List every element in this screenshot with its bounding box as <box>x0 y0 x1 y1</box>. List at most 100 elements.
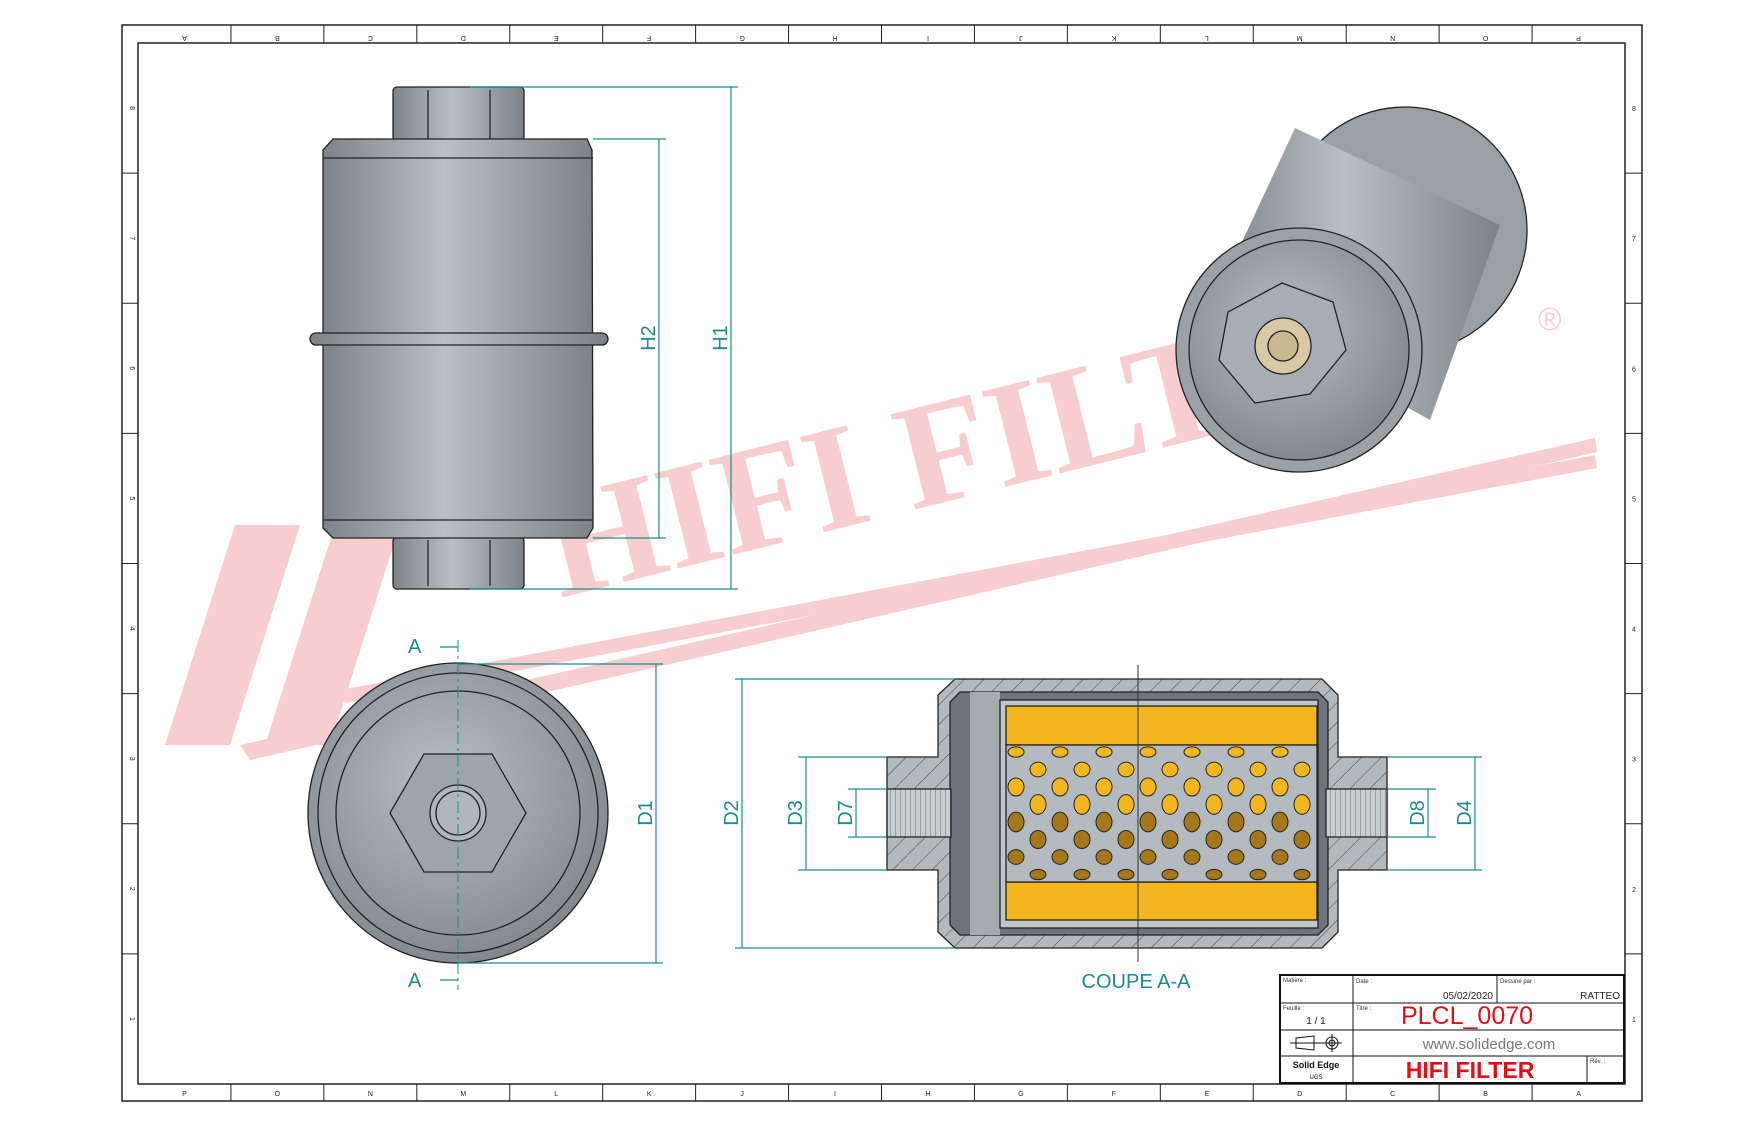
perforation-hole <box>1095 777 1113 797</box>
perforation-hole <box>1205 830 1223 849</box>
perforation-hole <box>1183 746 1201 758</box>
dim-label-d3: D3 <box>785 800 807 826</box>
material-label: Matière : <box>1283 978 1307 984</box>
zone-column-label: F <box>647 34 651 41</box>
perforation-hole <box>1161 761 1179 778</box>
perforation-hole <box>1007 777 1025 797</box>
zone-row-label: 5 <box>128 496 135 500</box>
zone-row-label: 6 <box>1632 366 1636 373</box>
zone-column-label: K <box>1111 34 1116 41</box>
zone-row-label: 1 <box>1632 1017 1636 1024</box>
perforation-hole <box>1139 746 1157 758</box>
perforation-hole <box>1249 868 1267 881</box>
dim-label-d7: D7 <box>835 800 857 826</box>
section-view <box>886 665 1388 962</box>
perforation-hole <box>1227 746 1245 758</box>
zone-column-label: D <box>461 34 466 41</box>
perforation-hole <box>1029 830 1047 849</box>
zone-row-label: 8 <box>1632 106 1636 113</box>
perforation-hole <box>1271 746 1289 758</box>
perforation-hole <box>1073 868 1091 881</box>
perforation-hole <box>1249 830 1267 849</box>
section-mark-a-bottom: A <box>408 970 422 992</box>
website-link: www.solidedge.com <box>1422 1036 1556 1053</box>
zone-column-label: F <box>1112 1091 1116 1098</box>
perforation-hole <box>1249 794 1267 815</box>
zone-column-label: K <box>647 1091 652 1098</box>
zone-row-label: 3 <box>1632 757 1636 764</box>
perforation-hole <box>1095 849 1113 865</box>
dim-label-h2: H2 <box>638 325 660 351</box>
perforation-hole <box>1205 868 1223 881</box>
perforation-hole <box>1095 811 1113 833</box>
zone-row-label: 4 <box>1632 627 1636 634</box>
revision-label: Rév. : <box>1590 1059 1606 1065</box>
perforation-hole <box>1029 761 1047 778</box>
zone-column-label: E <box>554 34 559 41</box>
perforation-hole <box>1117 761 1135 778</box>
perforation-hole <box>1007 811 1025 833</box>
zone-column-label: E <box>1204 1091 1209 1098</box>
perforation-hole <box>1073 830 1091 849</box>
section-title: COUPE A-A <box>1082 971 1192 993</box>
date-label: Date : <box>1356 979 1372 985</box>
zone-column-label: G <box>1018 1091 1023 1098</box>
sheet-value: 1 / 1 <box>1306 1016 1326 1027</box>
zone-row-label: 3 <box>128 757 135 761</box>
drawn-by-label: Dessiné par : <box>1500 979 1536 985</box>
perforation-hole <box>1139 811 1157 833</box>
perforation-hole <box>1293 761 1311 778</box>
zone-column-label: J <box>1019 34 1023 41</box>
zone-column-label: B <box>275 34 280 41</box>
isometric-view <box>1175 106 1528 473</box>
dim-label-d2: D2 <box>721 800 743 826</box>
perforation-hole <box>1051 777 1069 797</box>
perforation-hole <box>1051 849 1069 865</box>
perforation-hole <box>1117 830 1135 849</box>
zone-column-label: A <box>1576 1091 1581 1098</box>
perforation-hole <box>1139 777 1157 797</box>
perforation-hole <box>1293 868 1311 881</box>
zone-column-label: N <box>1390 34 1395 41</box>
perforation-hole <box>1029 868 1047 881</box>
zone-column-label: G <box>739 34 744 41</box>
zone-row-label: 8 <box>128 106 135 110</box>
bottom-view: A A D1 <box>307 636 663 992</box>
zone-column-label: I <box>834 1091 836 1098</box>
zone-column-label: N <box>368 1091 373 1098</box>
zone-column-label: O <box>1482 34 1488 41</box>
section-dimensions: D2 D3 D7 D8 D4 COUPE A-A <box>721 678 1482 993</box>
zone-row-label: 2 <box>128 887 135 891</box>
zone-column-label: A <box>182 34 187 41</box>
software-sub: UGS <box>1309 1075 1322 1081</box>
perforation-hole <box>1007 849 1025 865</box>
perforation-hole <box>1227 777 1245 797</box>
perforation-hole <box>1183 849 1201 865</box>
zone-column-label: P <box>182 1091 187 1098</box>
perforation-hole <box>1051 811 1069 833</box>
zone-column-label: C <box>1390 1091 1395 1098</box>
zone-column-label: M <box>1297 34 1303 41</box>
zone-column-label: M <box>460 1091 466 1098</box>
sheet-label: Feuille : <box>1283 1006 1304 1012</box>
perforation-hole <box>1095 746 1113 758</box>
perforation-hole <box>1205 794 1223 815</box>
drawing-title: PLCL_0070 <box>1401 1002 1533 1030</box>
perforation-hole <box>1117 868 1135 881</box>
perforation-hole <box>1073 761 1091 778</box>
date-value: 05/02/2020 <box>1443 991 1493 1002</box>
zone-column-label: B <box>1483 1091 1488 1098</box>
dim-label-h1: H1 <box>710 325 732 351</box>
dim-label-d8: D8 <box>1407 800 1429 826</box>
zone-row-label: 5 <box>1632 496 1636 503</box>
perforation-hole <box>1249 761 1267 778</box>
zone-row-label: 7 <box>128 236 135 240</box>
perforation-hole <box>1161 830 1179 849</box>
perforation-hole <box>1007 746 1025 758</box>
zone-column-label: C <box>368 34 373 41</box>
perforation-hole <box>1051 746 1069 758</box>
dim-label-d4: D4 <box>1454 800 1476 826</box>
perforation-hole <box>1183 777 1201 797</box>
